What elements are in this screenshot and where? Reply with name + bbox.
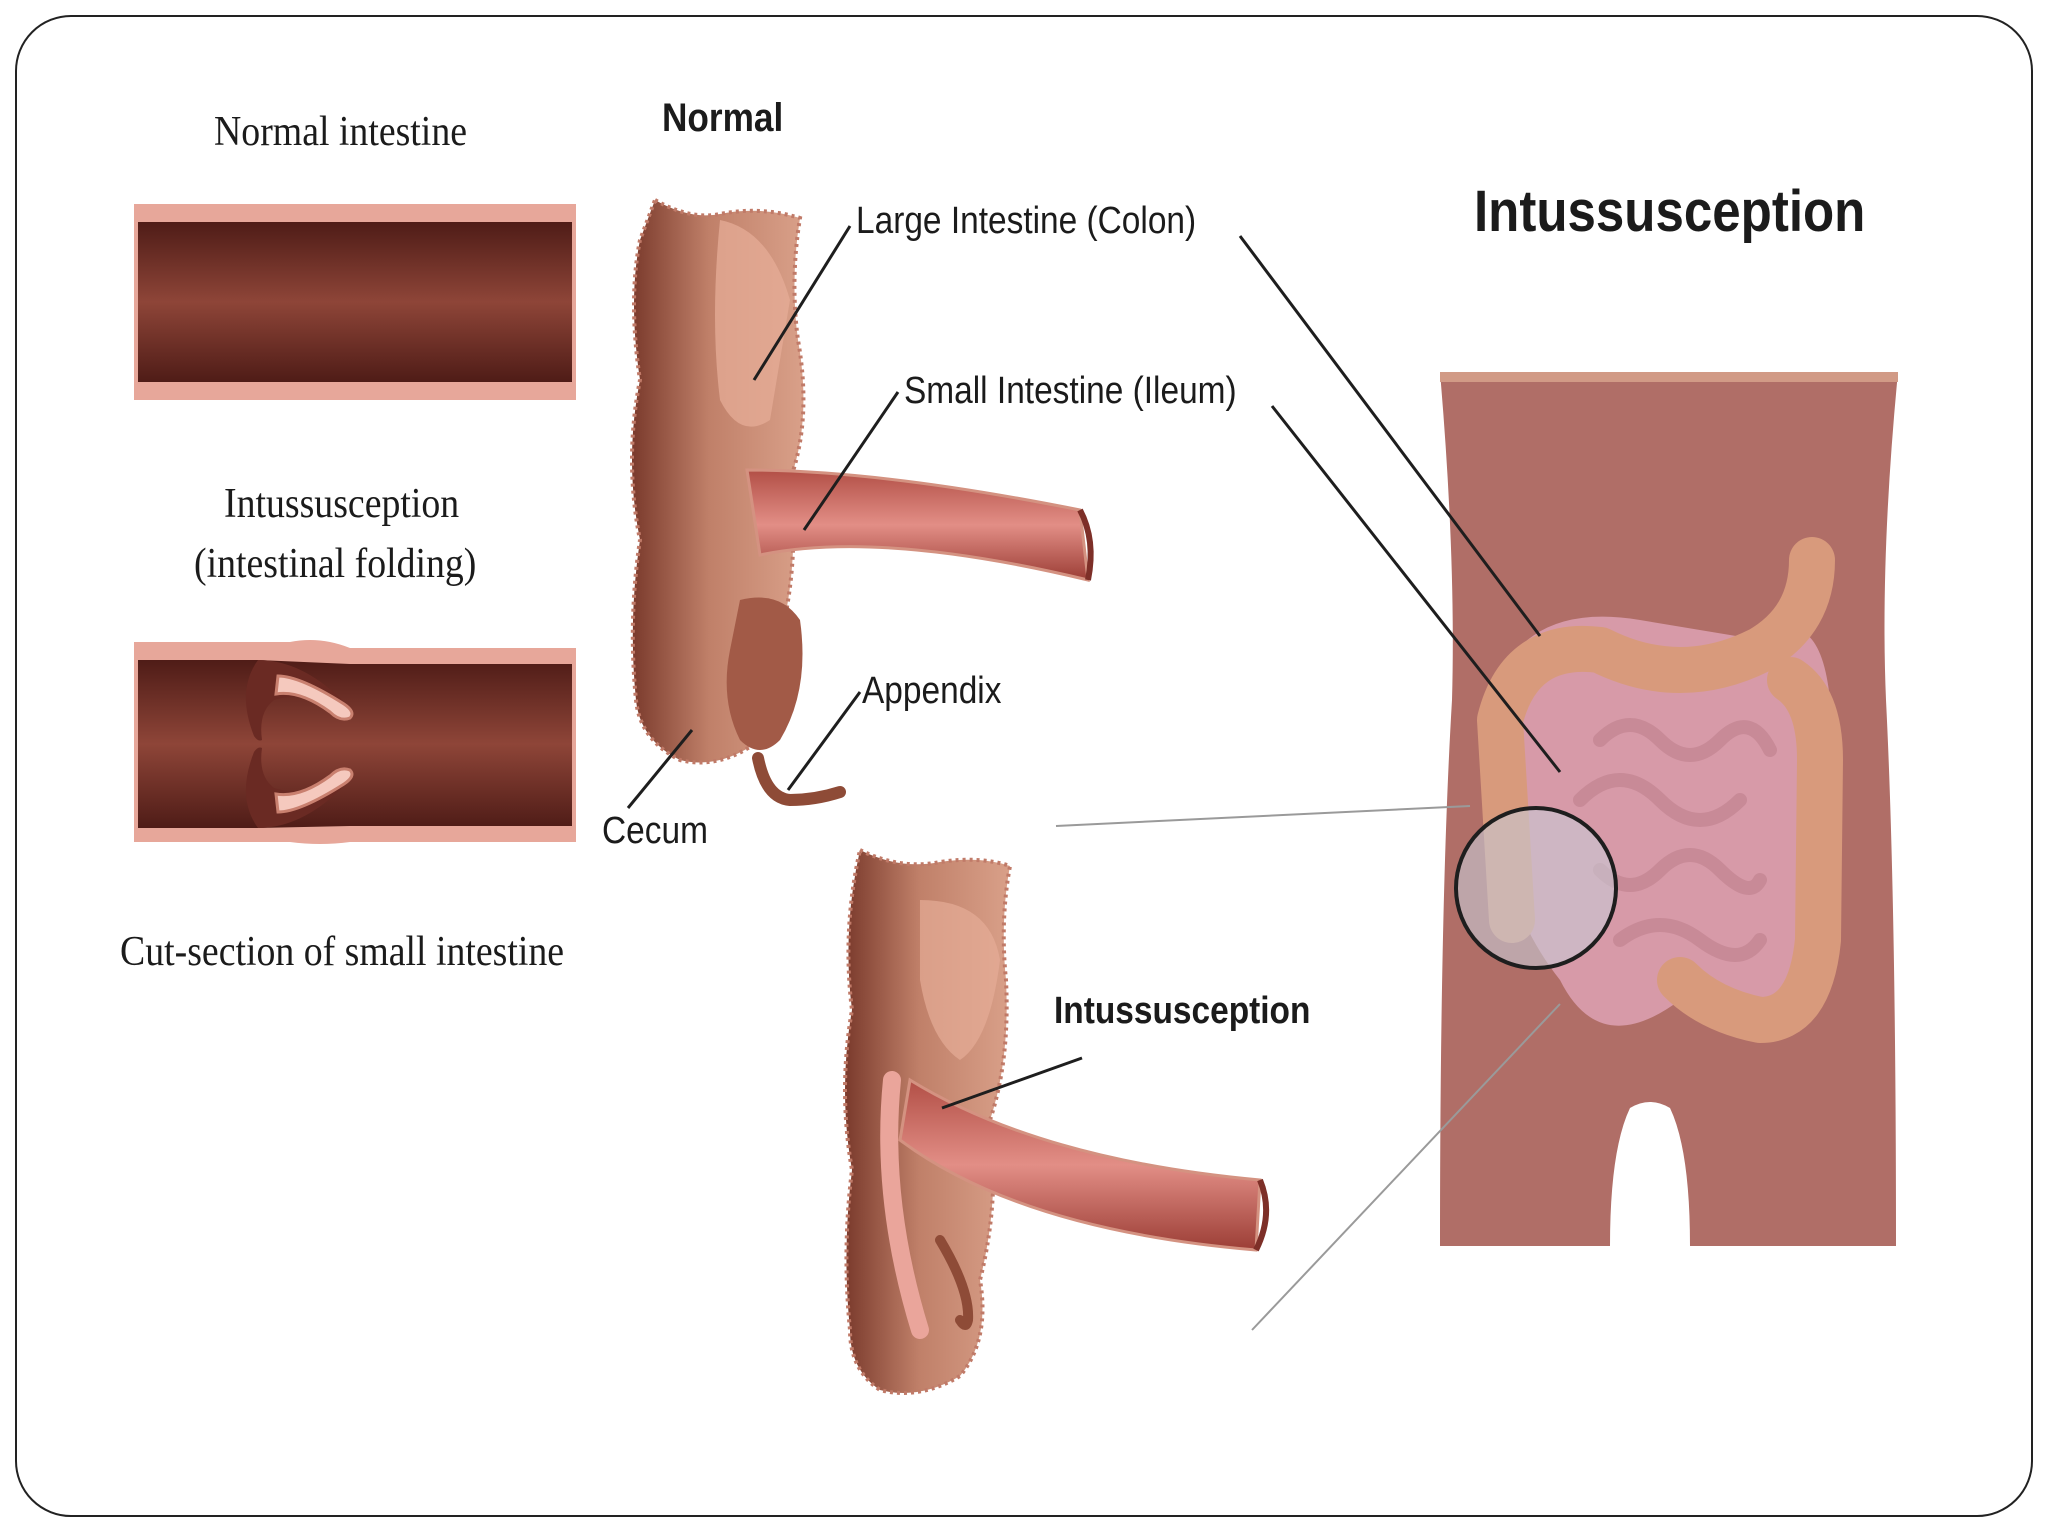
- small-intestine-label: Small Intestine (Ileum): [904, 370, 1237, 412]
- normal-title: Normal: [662, 96, 784, 140]
- normal-intestine-tube: [134, 204, 576, 400]
- appendix-label: Appendix: [862, 670, 1002, 712]
- normal-intestine-caption: Normal intestine: [214, 109, 467, 155]
- leader-lines: [626, 225, 1562, 1331]
- normal-colon-illustration: [630, 197, 1094, 807]
- small-bowel-loops: [1573, 718, 1777, 962]
- colon-in-torso: [1477, 537, 1843, 1043]
- large-intestine-label: Large Intestine (Colon): [856, 200, 1197, 242]
- intussuscepted-colon-illustration: [843, 847, 1270, 1395]
- cut-section-caption: Cut-section of small intestine: [120, 929, 565, 975]
- main-title: Intussusception: [1474, 179, 1866, 244]
- cecum-label: Cecum: [602, 810, 708, 852]
- folded-intestine-tube: [134, 640, 576, 844]
- magnify-circle: [1454, 806, 1618, 970]
- intussusception-caption: Intussusception: [224, 481, 460, 527]
- intestinal-folding-caption: (intestinal folding): [194, 541, 477, 587]
- intussusception-label: Intussusception: [1054, 990, 1311, 1032]
